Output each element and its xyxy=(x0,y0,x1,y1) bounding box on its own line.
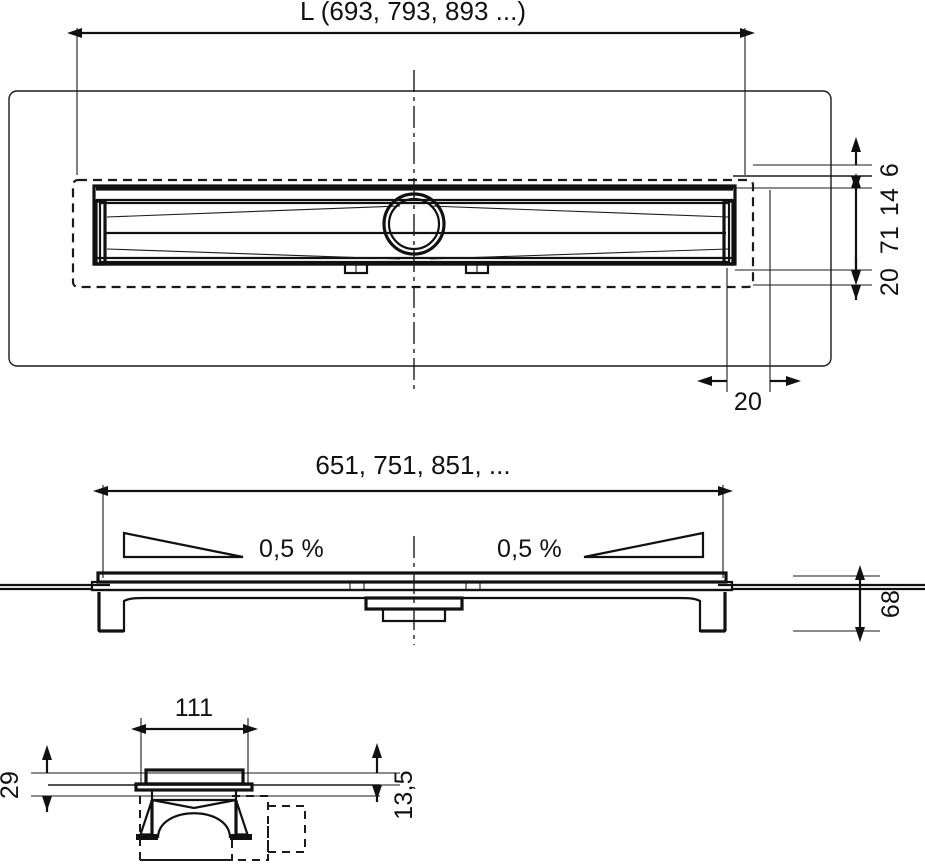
cross-grate-cover xyxy=(134,768,254,792)
plan-dim-20-label: 20 xyxy=(734,388,762,416)
plan-dim-20v-label: 20 xyxy=(876,268,904,296)
cross-dim-13-5-label: 13,5 xyxy=(390,770,418,819)
section-left-support-leg xyxy=(97,592,300,633)
plan-dashed-outline xyxy=(71,178,755,289)
dimension-flange-height: 29 xyxy=(0,745,120,812)
section-right-support-leg xyxy=(530,592,727,633)
dimension-grate-width: 111 xyxy=(131,694,258,785)
dimension-inner-length: 651, 751, 851, ... xyxy=(93,450,733,578)
section-length-label: 651, 751, 851, ... xyxy=(315,450,510,480)
cross-dim-29-label: 29 xyxy=(0,771,24,799)
cross-hidden-outline xyxy=(139,795,306,861)
plan-view-group: L (693, 793, 893 ...) xyxy=(8,0,904,416)
cross-section-view-group: 111 xyxy=(0,694,418,861)
slope-left-label: 0,5 % xyxy=(259,535,324,563)
slope-indicator-right: 0,5 % xyxy=(497,531,705,563)
plan-dim-6-label: 6 xyxy=(876,163,904,177)
section-clip-tabs xyxy=(349,582,481,591)
dimension-section-height: 68 xyxy=(793,565,905,642)
slope-indicator-left: 0,5 % xyxy=(122,531,324,563)
dimension-overall-length: L (693, 793, 893 ...) xyxy=(67,0,755,175)
section-view-group: 651, 751, 851, ... 0,5 % 0,5 % xyxy=(0,450,925,645)
plan-dim-71-label: 71 xyxy=(876,226,904,254)
plan-outer-tray xyxy=(8,90,832,367)
section-height-label: 68 xyxy=(877,590,905,618)
dimension-plan-right-stack: 6 14 71 20 xyxy=(733,137,904,300)
cross-width-label: 111 xyxy=(175,694,214,722)
dimension-plan-edge-offset: 20 xyxy=(697,190,801,416)
slope-right-label: 0,5 % xyxy=(497,535,562,563)
plan-clip-tabs xyxy=(343,262,490,275)
plan-length-label: L (693, 793, 893 ...) xyxy=(300,0,526,26)
dimension-grate-thickness: 13,5 xyxy=(330,743,418,820)
plan-dim-14-label: 14 xyxy=(876,188,904,216)
section-grate-body xyxy=(90,571,734,592)
